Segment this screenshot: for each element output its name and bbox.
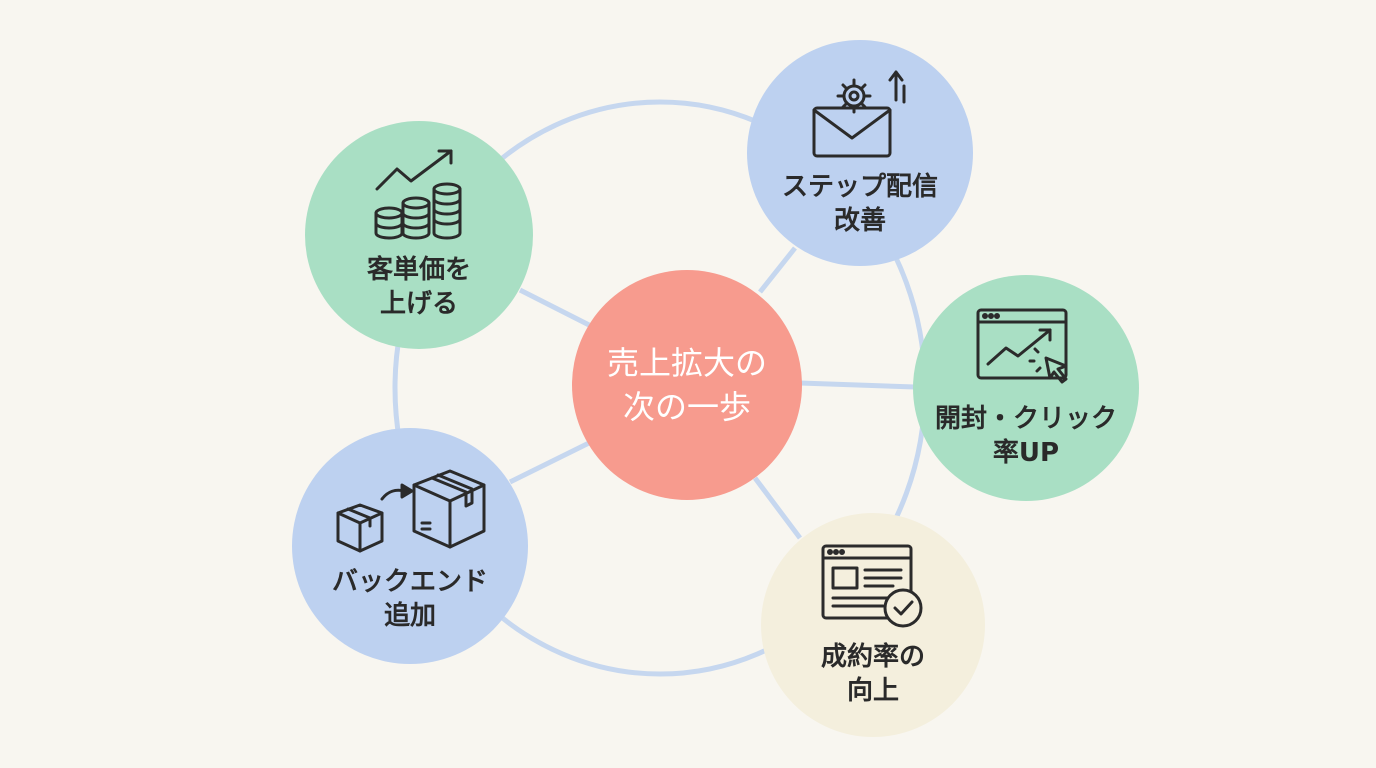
spoke-to-unit: [518, 287, 597, 331]
box-upgrade-icon: [336, 469, 486, 553]
backend-label: バックエンド 追加: [331, 567, 488, 631]
spoke-to-step: [758, 246, 797, 294]
spoke-to-conversion: [753, 476, 802, 540]
node-open-click-rate: 開封・クリック 率UP: [913, 275, 1139, 501]
node-unit-price: 客単価を 上げる: [305, 121, 533, 349]
open-click-rate-label: 開封・クリック 率UP: [934, 404, 1117, 468]
form-check-icon: [821, 544, 923, 628]
mail-gear-icon: [812, 70, 906, 158]
center-node: 売上拡大の 次の一歩: [572, 270, 802, 500]
step-delivery-label: ステップ配信 改善: [781, 172, 938, 236]
growth-coins-icon: [374, 149, 462, 240]
node-step-delivery: ステップ配信 改善: [747, 40, 973, 266]
spoke-to-open: [799, 380, 916, 390]
browser-chart-click-icon: [976, 308, 1068, 384]
node-conversion-rate: 成約率の 向上: [761, 513, 985, 737]
unit-price-label: 客単価を 上げる: [366, 255, 471, 319]
spoke-to-backend: [508, 437, 597, 485]
node-backend: バックエンド 追加: [292, 428, 528, 664]
center-label: 売上拡大の 次の一歩: [606, 344, 767, 426]
conversion-rate-label: 成約率の 向上: [820, 642, 925, 706]
